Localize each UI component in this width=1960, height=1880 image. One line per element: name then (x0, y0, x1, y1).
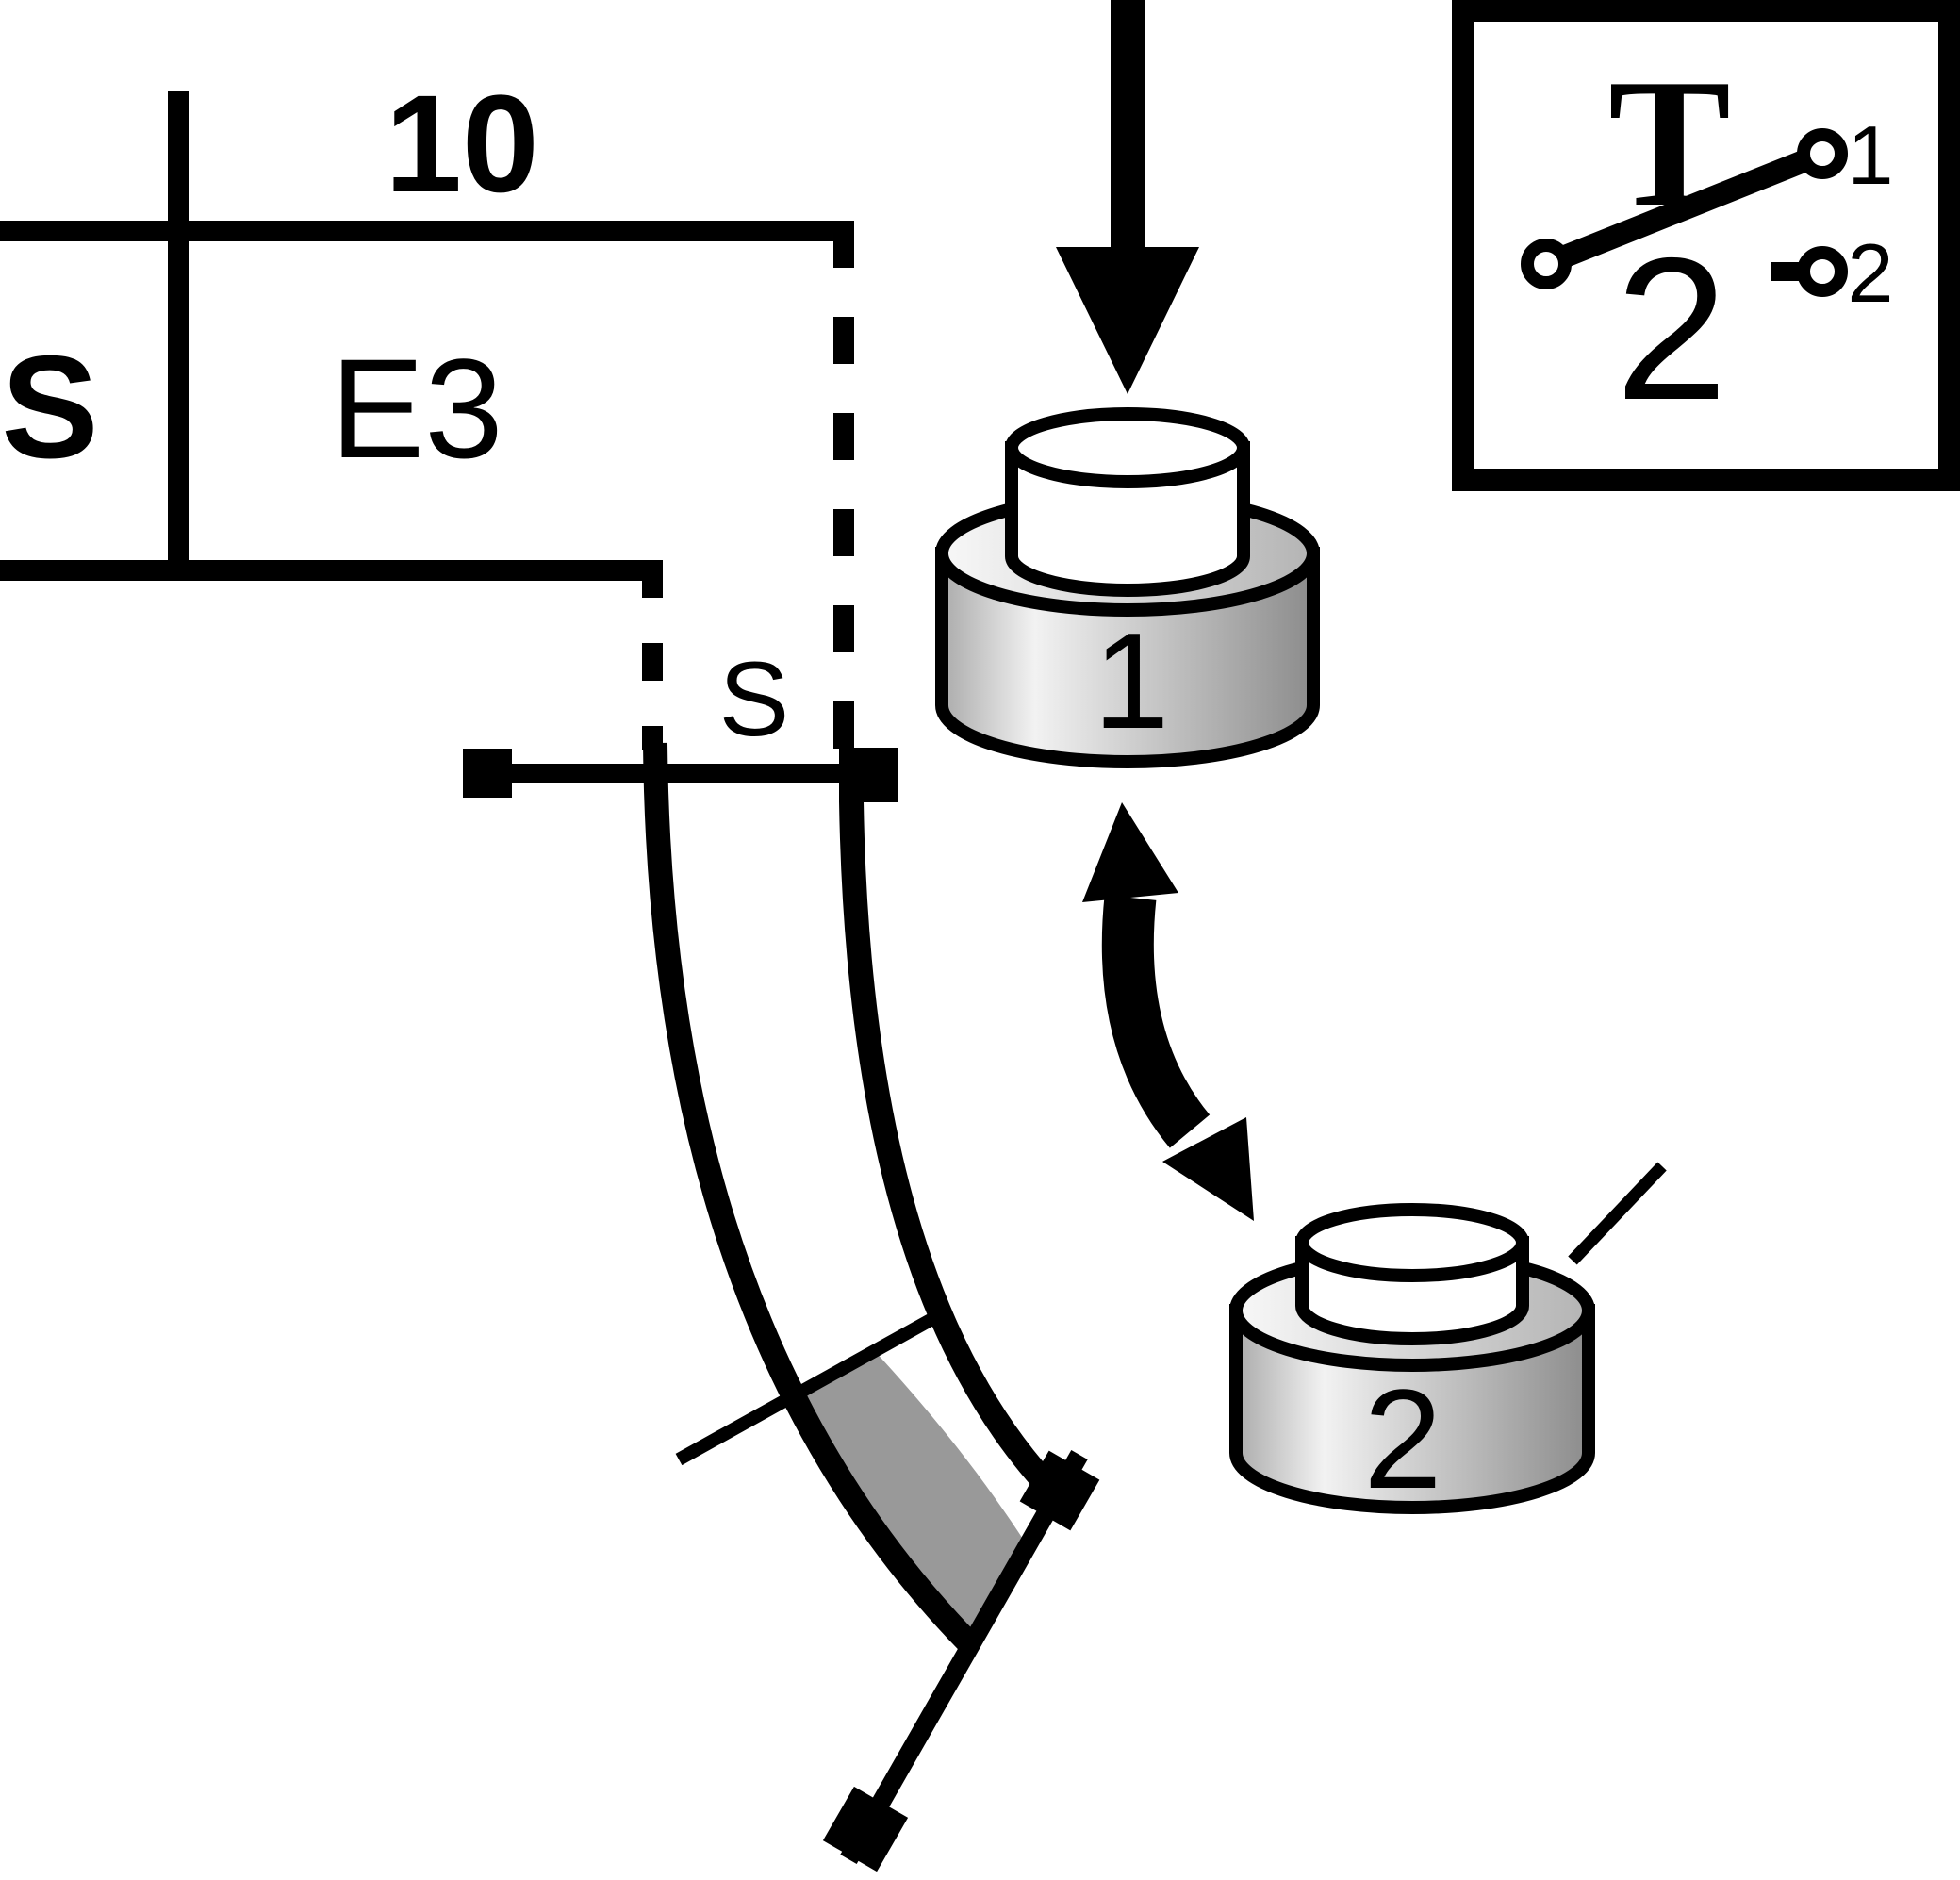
contact-pivot-terminal (1521, 239, 1572, 289)
button-1-label: 1 (1094, 604, 1170, 757)
button-2-label: 2 (1363, 1360, 1441, 1518)
track-end-marker-lower (822, 1786, 909, 1872)
track-rail-left (643, 742, 980, 1655)
track-end-line (840, 1450, 1088, 1864)
double-arrow-head-down (1162, 1117, 1254, 1221)
insulation-joint-tick (675, 1304, 951, 1466)
occupied-track-band (787, 1348, 1028, 1645)
clearance-point-label: S (719, 640, 790, 758)
signal-label: S (1, 325, 98, 488)
switch-lever-arm (1541, 142, 1827, 275)
interlocking-schematic: 10 S E3 S (0, 67, 898, 802)
track-section-label: E3 (330, 329, 502, 487)
contact-1-label: 1 (1848, 108, 1894, 202)
button-1: 1 (935, 407, 1320, 768)
press-arrow-shaft (1111, 0, 1145, 253)
switch-position-label: 2 (1615, 215, 1728, 442)
button-2-cap-top (1295, 1203, 1529, 1282)
curved-double-arrow (1082, 802, 1254, 1221)
curved-track (643, 742, 1100, 1872)
clearance-marker-square-left (463, 749, 512, 798)
contact-2-terminal (1797, 246, 1848, 297)
switch-position-box: T 2 1 2 (1452, 0, 1960, 491)
button-1-cap-top (1005, 407, 1250, 488)
double-arrow-head-up (1082, 802, 1178, 902)
button-2-pointer-line (1568, 1162, 1667, 1265)
route-number-label: 10 (385, 67, 539, 222)
contact-1-terminal (1797, 128, 1848, 179)
press-arrow (1056, 0, 1199, 394)
button-2: 2 (1229, 1162, 1667, 1518)
track-end-marker-upper (1019, 1450, 1100, 1531)
clearance-marker-square-right (839, 748, 898, 802)
contact-2-label: 2 (1848, 226, 1894, 320)
track-rail-right (839, 800, 1066, 1505)
double-arrow-shaft (1101, 895, 1211, 1148)
press-arrow-head (1056, 247, 1199, 394)
